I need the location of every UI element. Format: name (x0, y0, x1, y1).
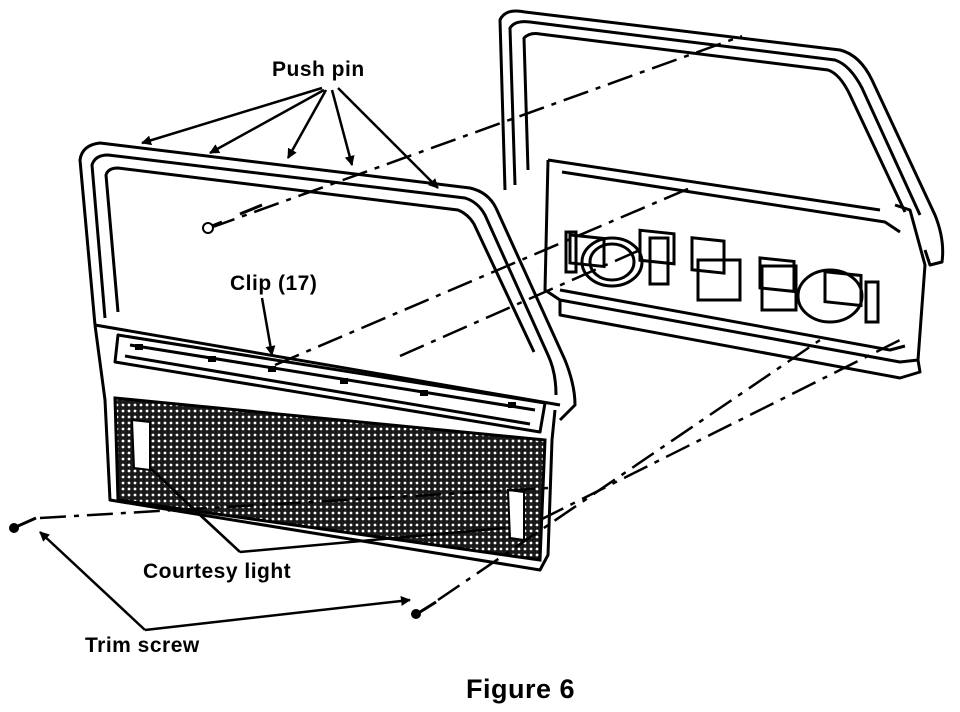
figure-caption: Figure 6 (466, 674, 576, 704)
push-pin-marker (202, 203, 263, 234)
trim-screw-label: Trim screw (85, 634, 200, 657)
courtesy-light-right (506, 488, 525, 542)
courtesy-light-left (130, 418, 151, 472)
door-trim-panel (78, 141, 577, 572)
trim-screw-icons (9, 516, 437, 619)
courtesy-light-label: Courtesy light (143, 560, 292, 583)
push-pin-label: Push pin (272, 58, 365, 81)
leader-lines (39, 86, 506, 632)
clip-markers (135, 344, 516, 408)
alignment-lines (39, 34, 901, 602)
door-panel-openings (564, 228, 880, 324)
trim-lower-grille (113, 396, 547, 562)
clip-label: Clip (17) (230, 272, 318, 295)
